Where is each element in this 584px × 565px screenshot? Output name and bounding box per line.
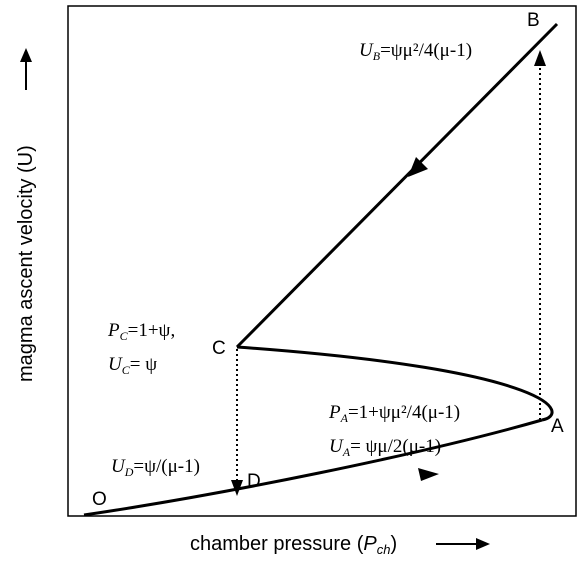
- annotation-ud: UD=ψ/(μ-1): [111, 456, 200, 479]
- y-axis-arrow-icon: [20, 48, 32, 62]
- point-label-o: O: [92, 489, 107, 510]
- annotation-uc: UC= ψ: [108, 354, 157, 377]
- plot-frame: [67, 5, 577, 517]
- annotation-pc: PC=1+ψ,: [107, 320, 175, 343]
- point-label-b: B: [527, 10, 540, 31]
- annotation-pa: PA=1+ψμ²/4(μ-1): [328, 402, 460, 425]
- upper-branch-arrow-icon: [408, 157, 428, 177]
- y-axis-label: magma ascent velocity (U): [15, 145, 37, 382]
- x-axis-arrow-icon: [476, 538, 490, 550]
- annotation-ua: UA= ψμ/2(μ-1): [329, 436, 441, 459]
- annotation-ub: UB=ψμ²/4(μ-1): [359, 40, 472, 63]
- point-label-a: A: [551, 416, 564, 437]
- jump-a-to-b-arrowhead-icon: [534, 50, 546, 66]
- middle-branch-curve: [236, 345, 554, 422]
- lower-branch-curve: [83, 418, 543, 517]
- point-label-d: D: [247, 471, 261, 492]
- upper-branch-line: [235, 22, 559, 349]
- jump-c-to-d-arrowhead-icon: [231, 480, 243, 496]
- point-label-c: C: [212, 338, 226, 359]
- lower-branch-arrow-icon: [418, 468, 439, 481]
- x-axis-label: chamber pressure (Pch): [190, 533, 397, 557]
